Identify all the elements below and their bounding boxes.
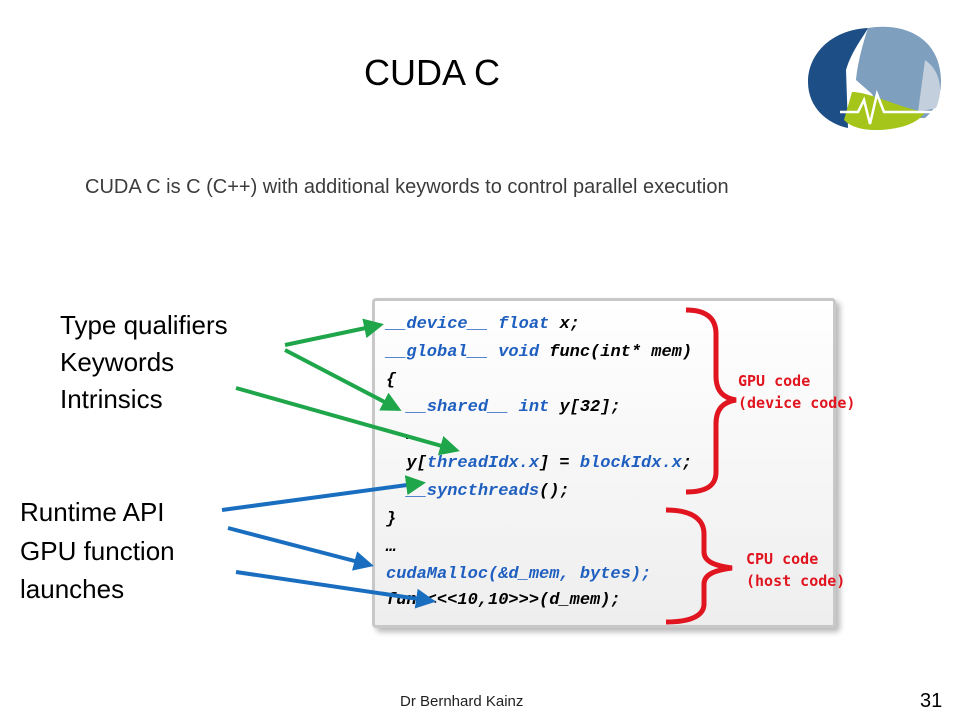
label-gpu-function: GPU function [20,536,175,566]
gpu-code-note-line1: GPU code [738,372,811,390]
footer-author: Dr Bernhard Kainz [400,693,524,710]
arrow-keywords [284,348,402,411]
arrow-gpu-function [227,526,374,571]
label-launches: launches [20,574,125,604]
cpu-code-note-line2: (host code) [746,572,846,590]
label-keywords: Keywords [60,347,175,377]
arrow-type-qualifiers [284,318,384,347]
code-line-ellipsis-host: … [386,538,397,557]
code-type: void [498,343,540,362]
code-text: y[32]; [559,398,621,417]
arrow-launches [235,570,436,609]
code-builtin: threadIdx.x [426,454,540,473]
code-keyword: __device__ [386,315,489,334]
code-line-shared: __shared__ int y[32]; [386,398,621,417]
code-line-device: __device__ float x; [386,315,580,334]
gpu-code-note-line2: (device code) [738,394,856,412]
code-line-open-brace: { [386,371,397,390]
code-line-launch: func<<<10,10>>>(d_mem); [386,591,621,610]
logo-heartbeat-line [840,89,935,125]
logo-pale-shape [918,60,941,112]
code-type: int [518,398,550,417]
gpu-code-brace [685,307,737,495]
code-text: (); [539,482,570,501]
label-type-qualifiers: Type qualifiers [60,310,228,340]
code-text: x; [559,315,580,334]
code-keyword: __shared__ [406,398,509,417]
code-builtin: blockIdx.x [579,454,682,473]
cpu-code-note-line1: CPU code [746,550,819,568]
code-line-assign: y[threadIdx.x] = blockIdx.x; [386,454,692,473]
code-line-sync: __syncthreads(); [386,482,570,501]
code-text: ] = [539,454,580,473]
code-text: ; [681,454,693,473]
code-type: float [498,315,550,334]
label-intrinsics: Intrinsics [60,384,163,414]
code-text: func(int* mem) [549,343,693,362]
code-line-close-brace: } [386,510,397,529]
logo-dark-shape [808,28,868,128]
slide-subtitle: CUDA C is C (C++) with additional keywor… [85,176,729,198]
code-line-malloc: cudaMalloc(&d_mem, bytes); [386,565,652,584]
cpu-code-brace [665,507,733,625]
gpu-code-note: GPU code (device code) [738,370,855,414]
code-builtin: __syncthreads [406,482,540,501]
cpu-code-note: CPU code (host code) [746,548,845,592]
code-text: y[ [406,454,427,473]
code-box [372,298,836,628]
label-runtime-api: Runtime API [20,497,165,527]
slide-title: CUDA C [364,52,501,93]
page-number: 31 [920,690,943,712]
code-keyword: __global__ [386,343,489,362]
arrow-intrinsics [235,386,460,456]
code-line-global: __global__ void func(int* mem) [386,343,692,362]
arrow-runtime-api [221,475,426,512]
